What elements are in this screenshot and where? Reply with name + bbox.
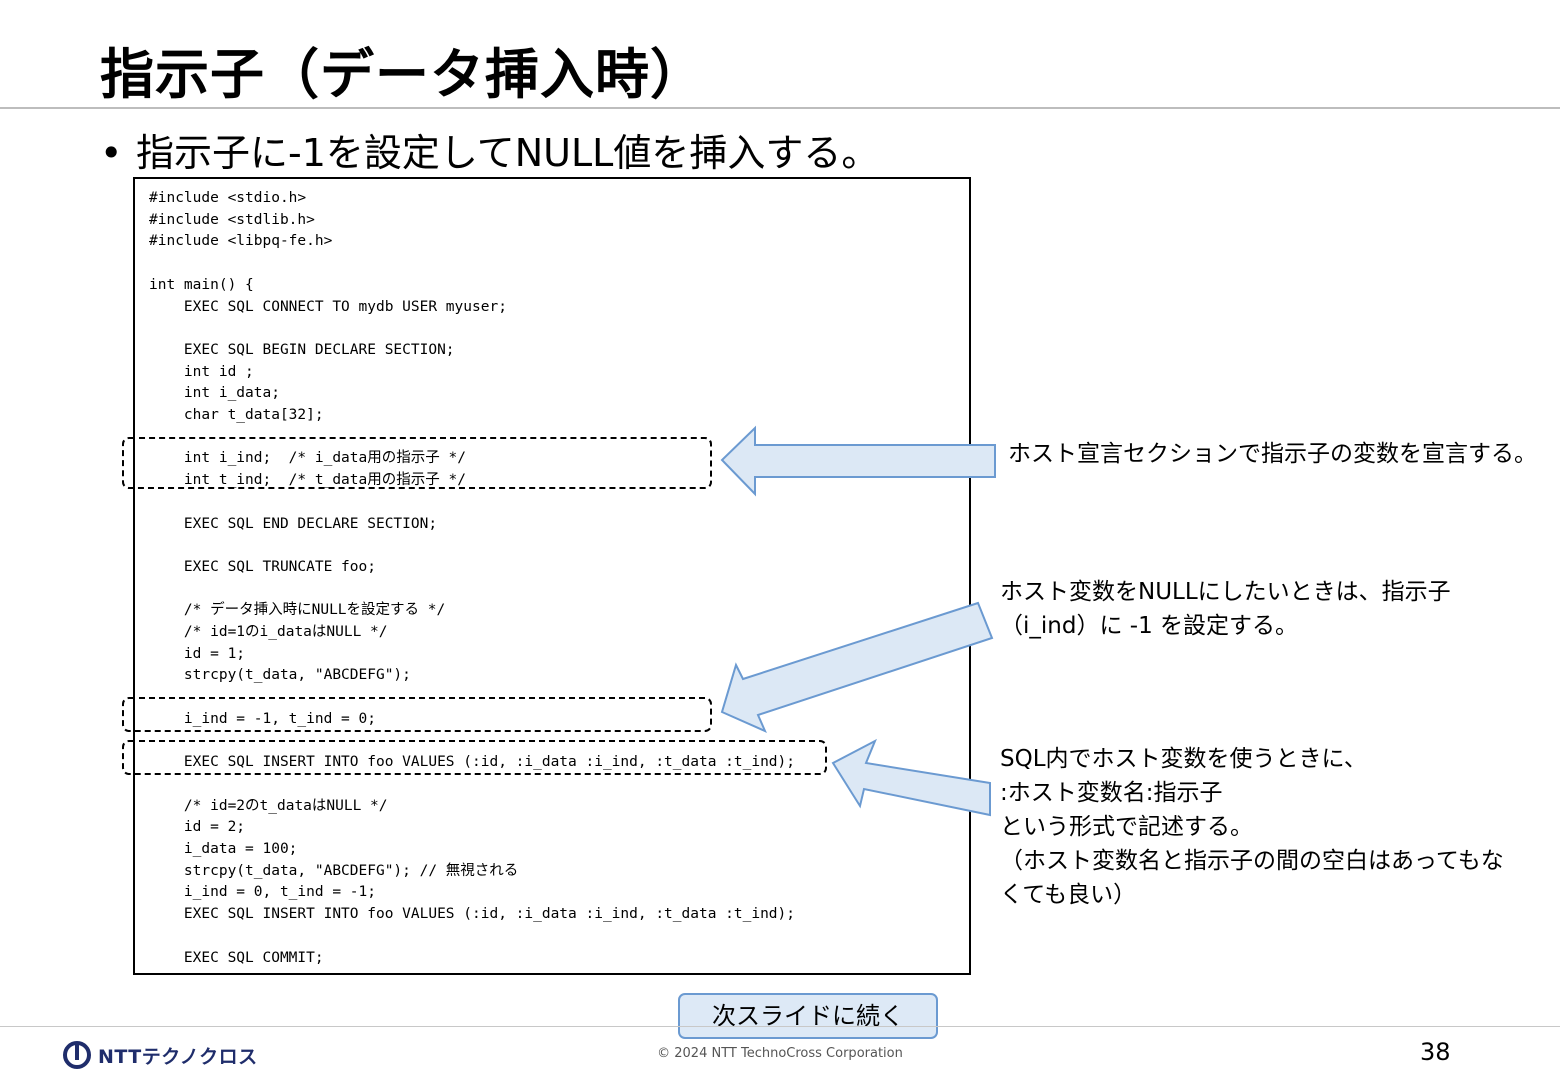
code-line: #include <stdio.h> [149,190,307,206]
highlight-insert-statement [122,740,827,775]
code-line: id = 1; [149,645,246,662]
note-line: くても良い） [1000,882,1137,908]
code-line: int main() { [149,276,254,293]
note-declare: ホスト宣言セクションで指示子の変数を宣言する。 [1008,437,1537,471]
company-logo: NTTテクノクロス [62,1040,258,1070]
code-line: char t_data[32]; [149,407,324,423]
ntt-logo-icon [63,1041,91,1069]
code-block: #include <stdio.h> #include <stdlib.h> #in… [133,177,971,975]
title-divider [0,107,1560,109]
copyright: © 2024 NTT TechnoCross Corporation [657,1046,903,1061]
logo-text: NTTテクノクロス [98,1045,258,1068]
note-line: SQL内でホスト変数を使うときに、 [1000,746,1367,772]
code-line: EXEC SQL COMMIT; [149,949,324,966]
arrow-to-insert [831,738,991,817]
bullet-dot: • [100,131,123,175]
highlight-declare-indicators [122,437,712,489]
code-line: /* id=2のt_dataはNULL */ [149,797,388,814]
code-line: EXEC SQL CONNECT TO mydb USER myuser; [149,298,507,315]
code-line: EXEC SQL INSERT INTO foo VALUES (:id, :i… [149,906,796,923]
code-line: EXEC SQL TRUNCATE foo; [149,558,376,575]
note-sql-usage: SQL内でホスト変数を使うときに、 :ホスト変数名:指示子 という形式で記述する… [1000,742,1504,912]
slide-title: 指示子（データ挿入時） [100,43,705,106]
next-slide-button[interactable]: 次スライドに続く [678,993,938,1039]
arrow-to-declare [720,425,996,497]
code-line: i_ind = 0, t_ind = -1; [149,884,376,901]
footer-divider [0,1026,1560,1027]
code-line: EXEC SQL INSERT INTO foo VALUES (:id, :i… [149,754,796,771]
code-line: /* id=1のi_dataはNULL */ [149,624,388,640]
code-line: EXEC SQL END DECLARE SECTION; [149,515,438,532]
code-line: int id ; [149,363,254,380]
code-line: i_ind = -1, t_ind = 0; [149,710,376,727]
code-line: int i_data; [149,385,280,402]
note-line: :ホスト変数名:指示子 [1000,780,1223,806]
bullet-text: 指示子に-1を設定してNULL値を挿入する。 [136,131,880,175]
code-line: /* データ挿入時にNULLを設定する */ [149,602,446,619]
bullet-point: • 指示子に-1を設定してNULL値を挿入する。 [100,122,879,177]
code-line: int t_ind; /* t_data用の指示子 */ [149,472,466,489]
code-line: i_data = 100; [149,841,298,857]
page-number: 38 [1420,1038,1451,1066]
code-line: #include <libpq-fe.h> [149,233,333,250]
note-line: という形式で記述する。 [1000,814,1253,840]
code-line: strcpy(t_data, "ABCDEFG"); [149,667,411,684]
note-line: （i_ind）に -1 を設定する。 [1000,613,1299,639]
code-line: EXEC SQL BEGIN DECLARE SECTION; [149,341,455,358]
arrow-to-set-indicator [720,601,994,733]
code-line: id = 2; [149,819,246,836]
code-line: strcpy(t_data, "ABCDEFG"); // 無視される [149,862,519,879]
note-line: ホスト宣言セクションで指示子の変数を宣言する。 [1008,441,1537,467]
highlight-set-indicators [122,697,712,732]
note-set-null: ホスト変数をNULLにしたいときは、指示子 （i_ind）に -1 を設定する。 [1000,575,1451,643]
code-line: #include <stdlib.h> [149,211,315,228]
code-line: int i_ind; /* i_data用の指示子 */ [149,450,466,467]
note-line: （ホスト変数名と指示子の間の空白はあってもな [1000,848,1504,874]
note-line: ホスト変数をNULLにしたいときは、指示子 [1000,579,1451,605]
